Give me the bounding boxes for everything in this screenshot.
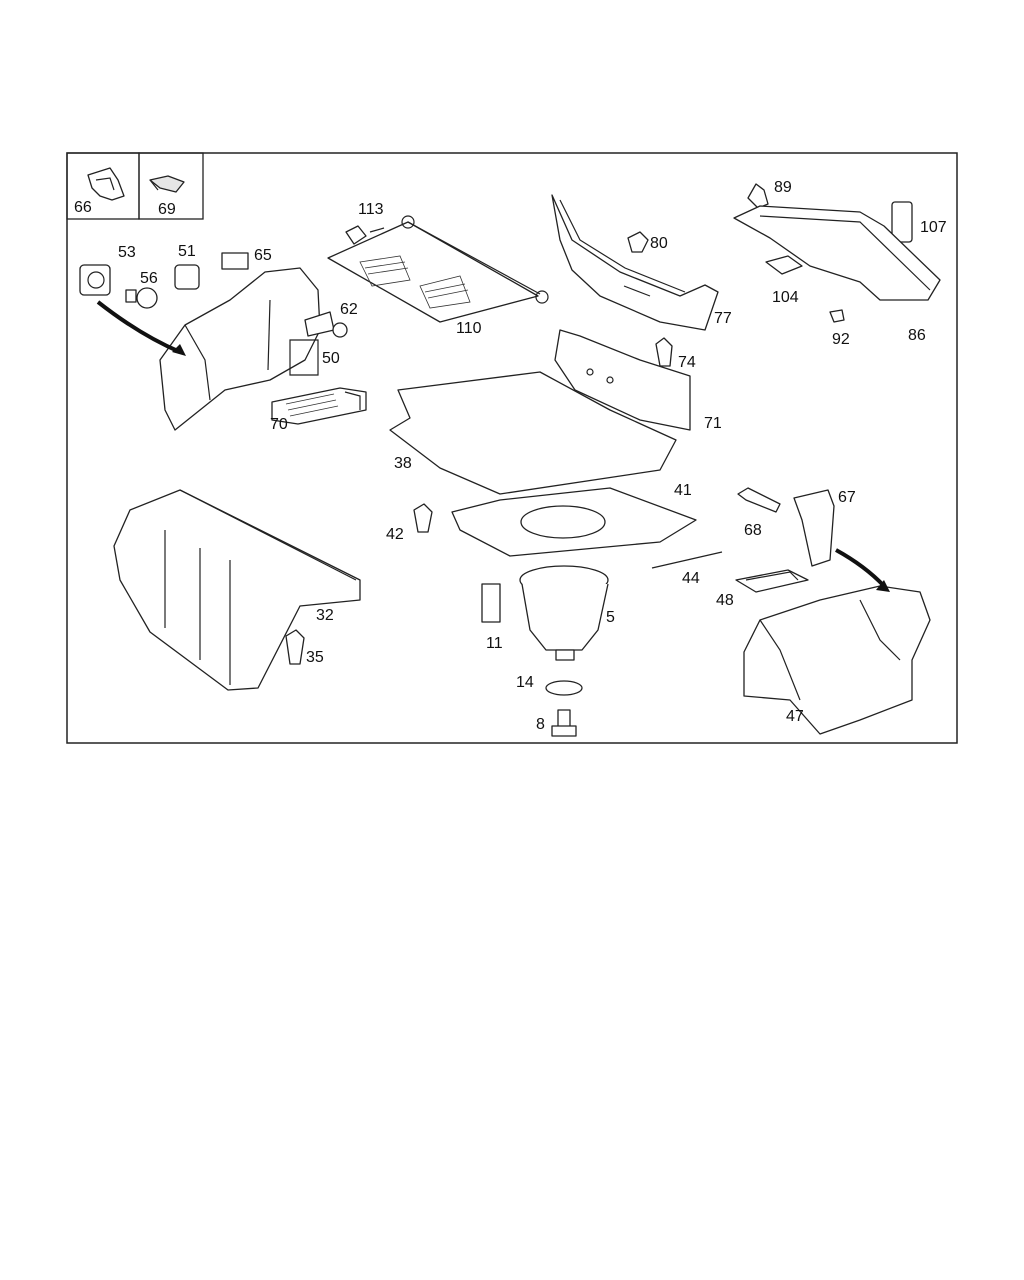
part-14-washer (545, 680, 583, 696)
callout-labels: 66 69 53 51 65 56 62 50 70 113 110 80 77… (74, 179, 947, 733)
part-66-clip (87, 167, 125, 201)
arrow-53-head (172, 344, 186, 356)
label-53: 53 (118, 244, 136, 261)
label-41: 41 (674, 482, 692, 499)
label-42: 42 (386, 526, 404, 543)
part-32-floor (113, 489, 361, 691)
label-65: 65 (254, 247, 272, 264)
part-side-trim-left (159, 267, 321, 431)
label-56: 56 (140, 270, 158, 287)
label-62: 62 (340, 301, 358, 318)
arrow-53 (96, 300, 181, 354)
label-69: 69 (158, 201, 176, 218)
part-92-bolt (829, 309, 845, 323)
arrow-67-head (876, 580, 890, 592)
part-47-side-trim (743, 585, 931, 735)
part-110-net (327, 215, 549, 323)
part-41-cover (451, 487, 697, 557)
part-53-bracket (79, 264, 111, 296)
part-65-pad (221, 252, 249, 270)
label-107: 107 (920, 219, 947, 236)
part-113-hook (345, 225, 385, 245)
part-69-clip (149, 175, 185, 193)
part-8-bolt (551, 709, 577, 737)
label-86: 86 (908, 327, 926, 344)
label-92: 92 (832, 331, 850, 348)
label-113: 113 (358, 201, 384, 218)
label-80: 80 (650, 235, 668, 252)
part-62-screw (304, 311, 348, 338)
part-51-cap (174, 264, 200, 290)
part-38-mat (389, 371, 677, 495)
label-67: 67 (838, 489, 856, 506)
label-77: 77 (714, 310, 732, 327)
part-11-pad (481, 583, 501, 623)
part-104-block (765, 255, 803, 275)
label-11: 11 (486, 635, 503, 652)
label-5: 5 (606, 609, 615, 626)
label-51: 51 (178, 243, 196, 260)
part-35-clip (285, 629, 305, 665)
label-70: 70 (270, 416, 288, 433)
label-8: 8 (536, 716, 545, 733)
label-32: 32 (316, 607, 334, 624)
part-107-bracket (891, 201, 913, 243)
label-14: 14 (516, 674, 534, 691)
label-66: 66 (74, 199, 92, 216)
label-47: 47 (786, 708, 804, 725)
part-80-clip (627, 231, 649, 253)
label-89: 89 (774, 179, 792, 196)
inset-boxes (66, 152, 204, 220)
part-68-bolt (737, 487, 781, 513)
part-67-bracket (793, 489, 835, 567)
label-35: 35 (306, 649, 324, 666)
part-70-vent (271, 387, 367, 425)
label-74: 74 (678, 354, 696, 371)
part-74-clip (655, 337, 673, 367)
part-44-rod (651, 551, 723, 569)
part-86-trim (733, 205, 941, 301)
part-48-grille (735, 569, 809, 593)
label-48: 48 (716, 592, 734, 609)
part-5-bowl (519, 565, 609, 661)
label-110: 110 (456, 320, 482, 337)
label-68: 68 (744, 522, 762, 539)
label-38: 38 (394, 455, 412, 472)
part-42-clip (413, 503, 433, 533)
label-104: 104 (772, 289, 799, 306)
part-77-trim (551, 194, 719, 331)
part-89-clip (747, 183, 769, 209)
arrow-67 (835, 548, 886, 588)
label-44: 44 (682, 570, 700, 587)
diagram-frame (66, 152, 958, 744)
part-71-panel (554, 329, 691, 431)
label-71: 71 (704, 415, 722, 432)
part-56-knob (125, 287, 158, 309)
label-50: 50 (322, 350, 340, 367)
